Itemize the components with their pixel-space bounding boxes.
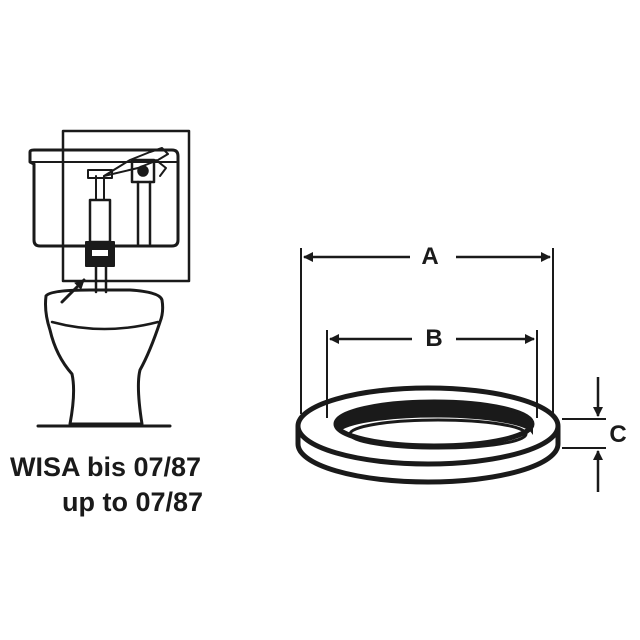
caption-line-english: up to 07/87: [62, 487, 204, 517]
dimension-a-label: A: [421, 243, 438, 270]
dimension-b: [326, 330, 538, 418]
fill-valve-float: [130, 158, 156, 184]
detail-pointer-arrow: [60, 278, 86, 304]
toilet-bowl-rim: [50, 320, 160, 331]
dimension-b-label: B: [425, 325, 442, 352]
fill-valve-knob: [137, 165, 149, 177]
gasket-inner-wall: [334, 401, 533, 435]
detail-highlight-frame: [61, 129, 191, 283]
dimension-a: [300, 248, 554, 414]
dimension-c-label: C: [609, 421, 626, 448]
gasket-outer-bottom-edge: [295, 425, 561, 467]
dimension-c: [562, 377, 606, 492]
fill-valve-tip: [155, 159, 167, 177]
toilet-illustration: [28, 129, 191, 428]
toilet-bowl: [44, 288, 165, 426]
gasket-inner-bottom: [348, 418, 528, 450]
caption-line-german: WISA bis 07/87: [10, 452, 202, 482]
drain-seal-slot: [92, 250, 108, 256]
flush-valve-body: [88, 198, 112, 244]
gasket-ring: [295, 385, 561, 485]
cistern-tank: [28, 148, 180, 248]
